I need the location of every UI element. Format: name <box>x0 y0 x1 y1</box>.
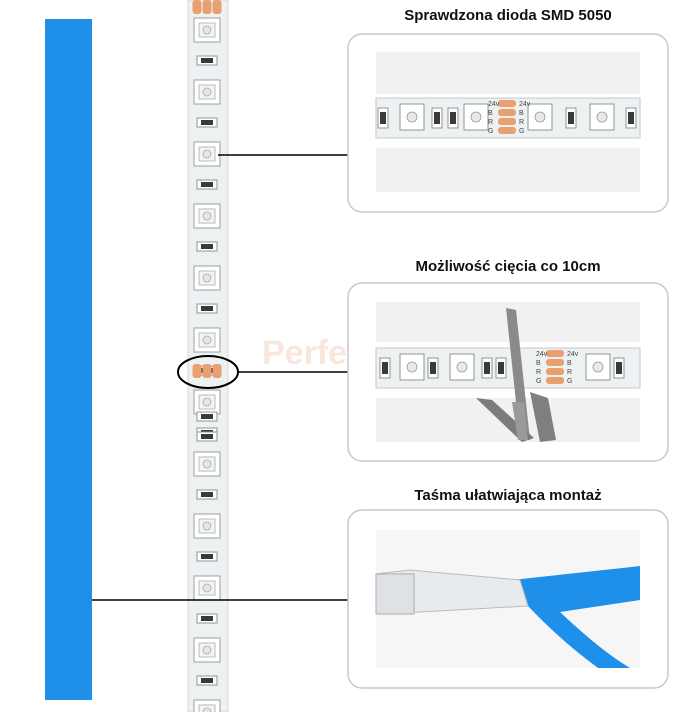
caption-cutting: Możliwość cięcia co 10cm <box>415 258 601 275</box>
resistor <box>481 357 493 379</box>
led-chip <box>193 265 221 291</box>
resistor <box>196 241 218 252</box>
led-chip <box>399 103 425 131</box>
resistor <box>196 411 218 422</box>
label-g: G <box>488 128 493 135</box>
led-chip <box>463 103 489 131</box>
label-g-right: G <box>567 378 572 385</box>
led-chip <box>193 513 221 539</box>
label-b: B <box>536 360 541 367</box>
tape-detail-panel <box>347 509 669 689</box>
resistor <box>495 357 507 379</box>
led-chip <box>589 103 615 131</box>
led-chip <box>193 79 221 105</box>
blue-tape-strip <box>45 19 92 700</box>
label-24v-right: 24v <box>519 101 531 108</box>
solder-pads <box>546 350 564 384</box>
led-chip <box>193 327 221 353</box>
led-chip <box>193 699 221 712</box>
solder-pads <box>192 364 222 378</box>
vertical-led-strip <box>187 0 229 712</box>
label-24v: 24v <box>488 101 500 108</box>
led-chip <box>449 353 475 381</box>
resistor <box>427 357 439 379</box>
label-g: G <box>536 378 541 385</box>
resistor <box>613 357 625 379</box>
led-chip <box>193 575 221 601</box>
resistor <box>377 107 389 129</box>
blue-tape-peeled <box>512 566 640 668</box>
resistor <box>196 489 218 500</box>
label-r-right: R <box>567 369 572 376</box>
resistor <box>196 179 218 190</box>
resistor <box>196 117 218 128</box>
led-chip <box>585 353 611 381</box>
resistor <box>196 55 218 66</box>
resistor <box>196 431 218 442</box>
label-24v-right: 24v <box>567 351 579 358</box>
led-chip <box>527 103 553 131</box>
resistor <box>196 613 218 624</box>
led-chip <box>193 637 221 663</box>
led-chip <box>193 451 221 477</box>
resistor <box>379 357 391 379</box>
resistor <box>196 675 218 686</box>
solder-pads <box>192 0 222 14</box>
led-chip <box>193 141 221 167</box>
resistor <box>196 551 218 562</box>
resistor <box>447 107 459 129</box>
caption-tape: Taśma ułatwiająca montaż <box>414 487 602 504</box>
caption-diode: Sprawdzona dioda SMD 5050 <box>404 7 612 24</box>
label-b: B <box>488 110 493 117</box>
label-b-right: B <box>567 360 572 367</box>
scissors-icon <box>476 308 556 442</box>
led-chip <box>193 389 221 415</box>
solder-pads <box>498 100 516 134</box>
label-r: R <box>488 119 493 126</box>
label-r-right: R <box>519 119 524 126</box>
label-g-right: G <box>519 128 524 135</box>
resistor <box>431 107 443 129</box>
label-b-right: B <box>519 110 524 117</box>
led-chip <box>399 353 425 381</box>
led-chip <box>193 203 221 229</box>
label-r: R <box>536 369 541 376</box>
label-24v: 24v <box>536 351 548 358</box>
resistor <box>625 107 637 129</box>
resistor <box>196 303 218 314</box>
resistor <box>565 107 577 129</box>
led-chip <box>193 17 221 43</box>
